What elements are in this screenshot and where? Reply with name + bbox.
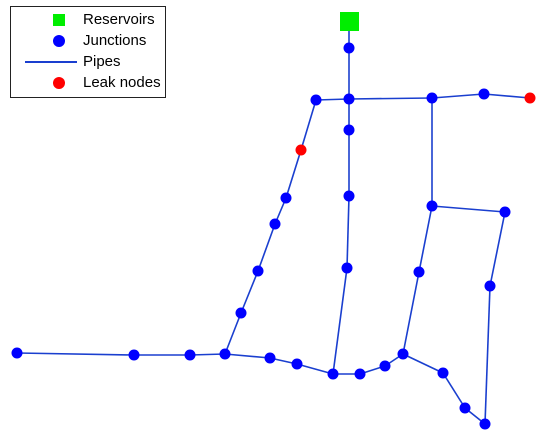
junction-node	[235, 307, 247, 319]
pipe	[224, 353, 271, 359]
leak-dot-icon	[53, 77, 65, 89]
pipe	[418, 205, 433, 273]
junction-node	[269, 218, 281, 230]
legend: Reservoirs Junctions Pipes Leak nodes	[10, 6, 166, 98]
pipe	[332, 267, 348, 375]
junction-node	[341, 262, 353, 274]
pipe	[484, 285, 491, 425]
junction-node	[379, 360, 391, 372]
junction-node	[264, 352, 276, 364]
junction-node	[426, 200, 438, 212]
pipe	[285, 149, 302, 199]
pipe	[300, 99, 317, 151]
legend-item-reservoirs: Reservoirs	[11, 11, 165, 29]
junction-node	[459, 402, 471, 414]
pipe	[189, 353, 226, 356]
junction-node	[413, 266, 425, 278]
pipe	[257, 223, 276, 272]
junction-node	[291, 358, 303, 370]
pipe	[431, 205, 506, 213]
pipe	[224, 312, 242, 355]
pipe	[240, 270, 259, 314]
legend-label-pipes: Pipes	[83, 53, 121, 70]
pipe	[346, 195, 350, 269]
junction-node	[219, 348, 231, 360]
pipe	[16, 352, 135, 356]
junction-node	[184, 349, 196, 361]
leak-node	[524, 92, 536, 104]
junction-node	[343, 190, 355, 202]
junction-node	[11, 347, 23, 359]
junction-node	[252, 265, 264, 277]
junction-node	[354, 368, 366, 380]
legend-label-leak-nodes: Leak nodes	[83, 74, 161, 91]
legend-item-pipes: Pipes	[11, 53, 165, 71]
junction-node	[478, 88, 490, 100]
pipe	[489, 211, 506, 287]
junction-node	[479, 418, 491, 430]
reservoir-square-icon	[53, 14, 65, 26]
pipe	[431, 93, 485, 99]
pipe	[348, 97, 433, 100]
junction-node	[499, 206, 511, 218]
pipe	[402, 271, 420, 355]
legend-item-leak-nodes: Leak nodes	[11, 74, 165, 92]
pipe	[296, 363, 334, 375]
junction-node	[484, 280, 496, 292]
junction-node	[310, 94, 322, 106]
junction-node	[343, 42, 355, 54]
junction-node	[343, 124, 355, 136]
junction-node	[327, 368, 339, 380]
junction-node	[426, 92, 438, 104]
junction-node	[437, 367, 449, 379]
legend-item-junctions: Junctions	[11, 32, 165, 50]
legend-label-junctions: Junctions	[83, 32, 147, 49]
junction-node	[128, 349, 140, 361]
pipe	[402, 353, 444, 374]
leak-node	[295, 144, 307, 156]
pipe	[442, 372, 466, 409]
pipe-line-icon	[25, 61, 77, 63]
pipes-layer	[16, 21, 531, 425]
legend-label-reservoirs: Reservoirs	[83, 11, 155, 28]
pipe	[483, 93, 531, 99]
junction-node	[343, 93, 355, 105]
nodes-layer	[11, 12, 536, 430]
junction-node	[397, 348, 409, 360]
pipe	[315, 98, 350, 101]
junction-node	[280, 192, 292, 204]
reservoir-node	[340, 12, 359, 31]
junction-dot-icon	[53, 35, 65, 47]
